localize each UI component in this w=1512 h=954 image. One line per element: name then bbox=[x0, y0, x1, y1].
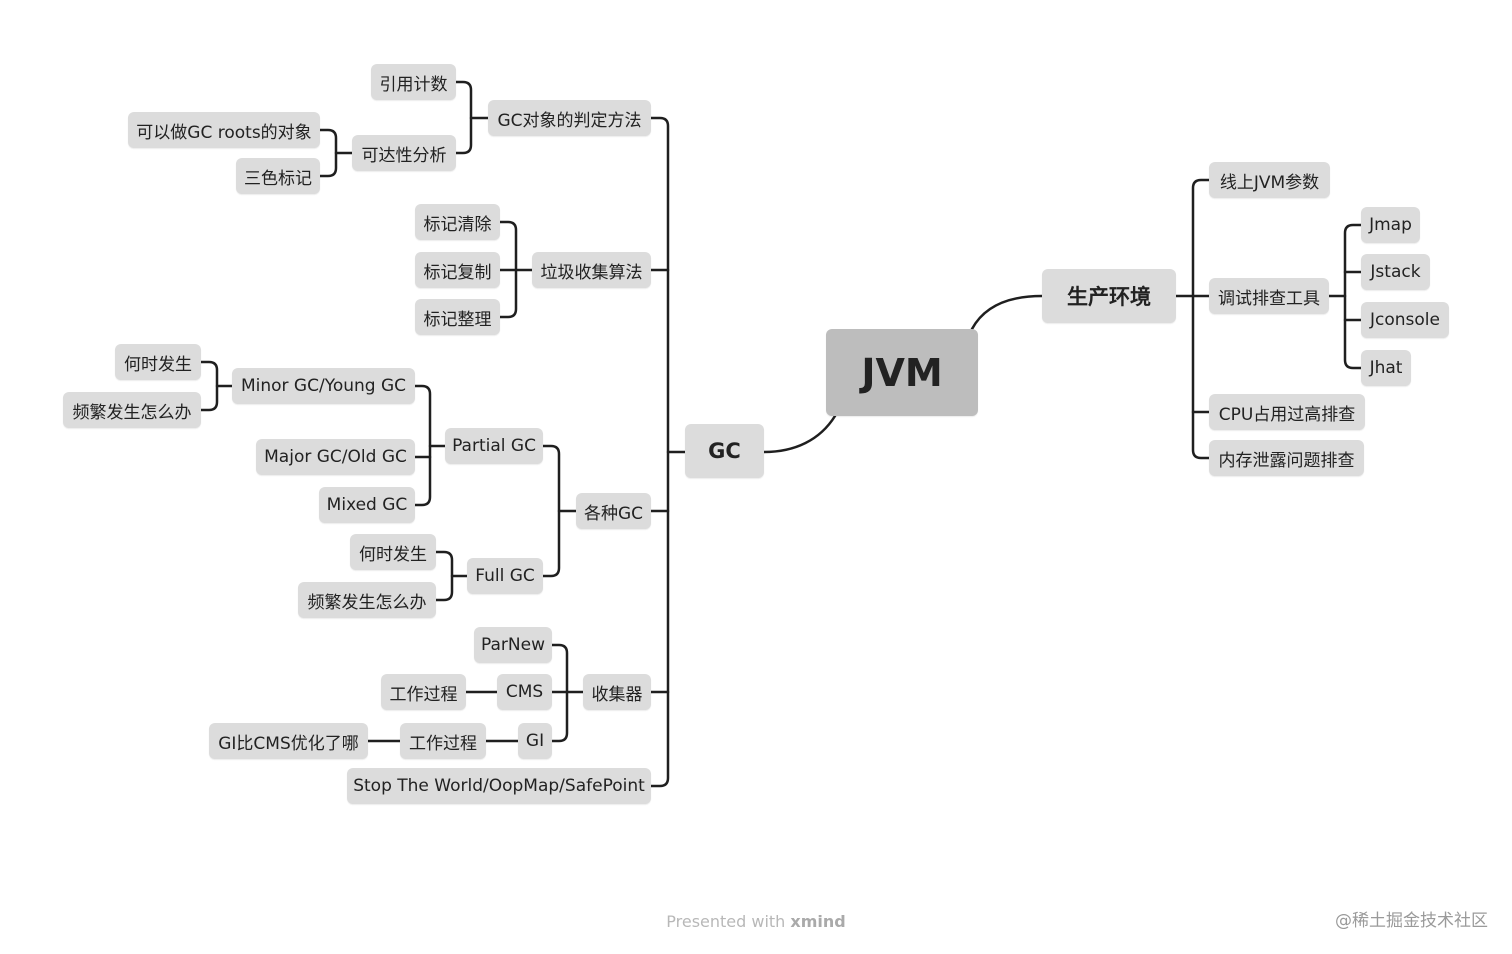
topic-jconsole[interactable]: Jconsole bbox=[1361, 302, 1449, 338]
topic-mixed-gc[interactable]: Mixed GC bbox=[319, 487, 415, 523]
topic-full-frequent[interactable]: 频繁发生怎么办 bbox=[298, 582, 436, 618]
root-node-jvm[interactable]: JVM bbox=[826, 329, 978, 416]
topic-full-when[interactable]: 何时发生 bbox=[350, 534, 436, 570]
topic-jstack[interactable]: Jstack bbox=[1361, 254, 1430, 290]
topic-minor-when[interactable]: 何时发生 bbox=[115, 344, 201, 380]
topic-g1-vs-cms[interactable]: GI比CMS优化了哪 bbox=[209, 723, 368, 759]
topic-gc-object-judgement[interactable]: GC对象的判定方法 bbox=[488, 100, 651, 136]
topic-gc-algorithms[interactable]: 垃圾收集算法 bbox=[532, 252, 651, 288]
topic-gc-roots[interactable]: 可以做GC roots的对象 bbox=[128, 112, 320, 148]
branch-gc[interactable]: GC bbox=[685, 424, 764, 478]
topic-cms[interactable]: CMS bbox=[497, 674, 552, 710]
topic-cms-process[interactable]: 工作过程 bbox=[381, 674, 466, 710]
topic-memory-leak[interactable]: 内存泄露问题排查 bbox=[1209, 440, 1364, 476]
topic-stop-the-world[interactable]: Stop The World/OopMap/SafePoint bbox=[347, 768, 651, 804]
topic-full-gc[interactable]: Full GC bbox=[467, 558, 543, 594]
topic-major-gc[interactable]: Major GC/Old GC bbox=[256, 439, 415, 475]
topic-mark-copy[interactable]: 标记复制 bbox=[415, 252, 500, 288]
topic-mark-sweep[interactable]: 标记清除 bbox=[415, 204, 500, 240]
topic-minor-gc[interactable]: Minor GC/Young GC bbox=[232, 368, 415, 404]
topic-partial-gc[interactable]: Partial GC bbox=[445, 428, 543, 464]
topic-jmap[interactable]: Jmap bbox=[1361, 207, 1420, 243]
topic-cpu-high[interactable]: CPU占用过高排查 bbox=[1209, 394, 1365, 430]
topic-gc-kinds[interactable]: 各种GC bbox=[576, 493, 651, 529]
site-watermark: @稀土掘金技术社区 bbox=[1335, 911, 1488, 931]
topic-g1-process[interactable]: 工作过程 bbox=[400, 723, 486, 759]
presented-with-footer: Presented with xmind bbox=[0, 912, 1512, 931]
topic-parnew[interactable]: ParNew bbox=[474, 627, 552, 663]
topic-jhat[interactable]: Jhat bbox=[1361, 350, 1411, 386]
topic-collectors[interactable]: 收集器 bbox=[583, 674, 651, 710]
topic-tricolor-marking[interactable]: 三色标记 bbox=[236, 158, 320, 194]
topic-reference-counting[interactable]: 引用计数 bbox=[371, 64, 456, 100]
footer-prefix: Presented with bbox=[666, 912, 791, 931]
topic-debug-tools[interactable]: 调试排查工具 bbox=[1209, 278, 1329, 314]
topic-g1[interactable]: GI bbox=[518, 723, 552, 759]
topic-reachability-analysis[interactable]: 可达性分析 bbox=[352, 135, 456, 171]
xmind-brand: xmind bbox=[790, 912, 846, 931]
topic-minor-frequent[interactable]: 频繁发生怎么办 bbox=[63, 392, 201, 428]
branch-production[interactable]: 生产环境 bbox=[1042, 269, 1176, 323]
topic-mark-compact[interactable]: 标记整理 bbox=[415, 299, 500, 335]
topic-online-jvm-params[interactable]: 线上JVM参数 bbox=[1209, 162, 1330, 198]
